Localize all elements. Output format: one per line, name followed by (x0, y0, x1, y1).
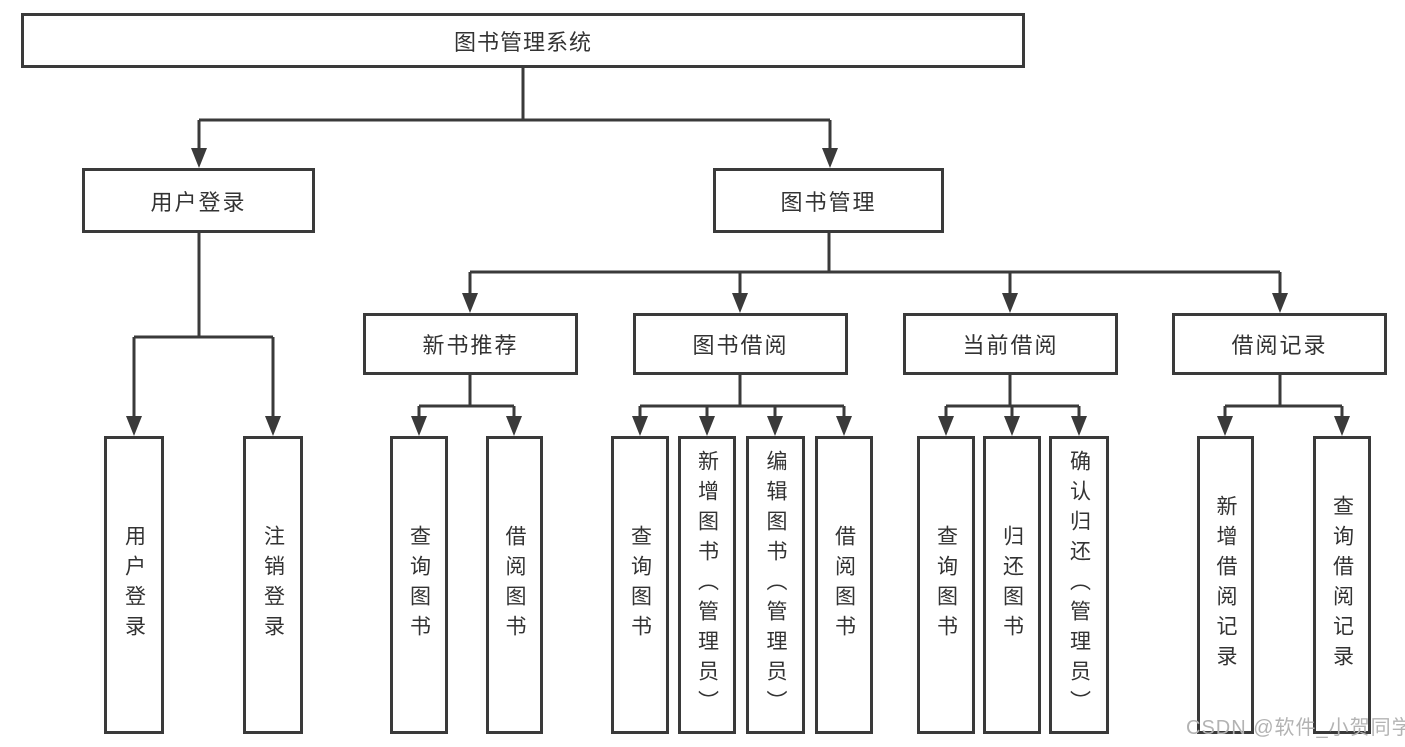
node-library-management-system: 图书管理系统 (21, 13, 1025, 68)
arrowheads (126, 148, 1350, 436)
node-current-borrowing: 当前借阅 (903, 313, 1118, 375)
node-borrowing-records: 借阅记录 (1172, 313, 1387, 375)
node-book-management: 图书管理 (713, 168, 944, 233)
node-user-login: 用户登录 (82, 168, 315, 233)
leaf-query-borrow-record: 查询借阅记录 (1313, 436, 1371, 734)
leaf-logout: 注销登录 (243, 436, 303, 734)
leaf-add-books-admin: 新增图书（管理员） (678, 436, 736, 734)
leaf-edit-books-admin: 编辑图书（管理员） (746, 436, 805, 734)
leaf-query-books-current: 查询图书 (917, 436, 975, 734)
leaf-user-login: 用户登录 (104, 436, 164, 734)
leaf-borrow-books-recommendation: 借阅图书 (486, 436, 543, 734)
leaf-query-books-recommendation: 查询图书 (390, 436, 448, 734)
leaf-borrow-books-borrowing: 借阅图书 (815, 436, 873, 734)
leaf-return-books: 归还图书 (983, 436, 1041, 734)
leaf-confirm-return-admin: 确认归还（管理员） (1049, 436, 1109, 734)
leaf-add-borrow-record: 新增借阅记录 (1197, 436, 1254, 734)
node-new-book-recommendation: 新书推荐 (363, 313, 578, 375)
leaf-query-books-borrowing: 查询图书 (611, 436, 669, 734)
node-book-borrowing: 图书借阅 (633, 313, 848, 375)
csdn-watermark: CSDN @软件_小贺同学 (1186, 717, 1405, 739)
